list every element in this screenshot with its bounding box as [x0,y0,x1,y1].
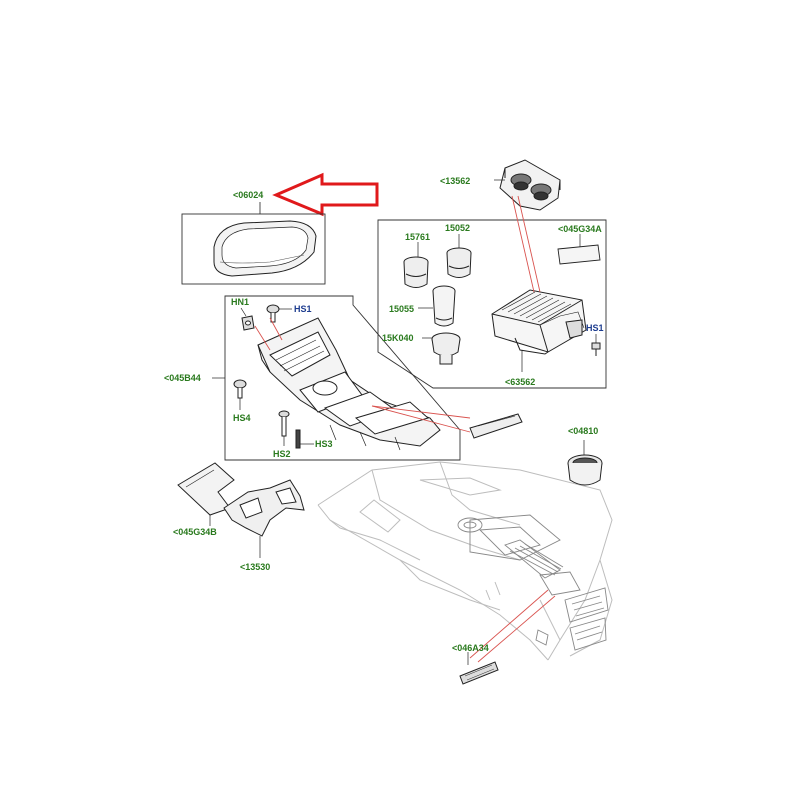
holder-15k040 [422,332,461,365]
console-trim-strip [469,413,523,439]
console-frame-box [212,295,461,461]
label-hs2[interactable]: HS2 [273,449,291,459]
storage-bin [491,289,587,355]
cover-pad [557,234,601,265]
label-hn1[interactable]: HN1 [231,297,250,307]
label-cover-pad[interactable]: <045G34A [558,224,602,234]
label-holder-15761[interactable]: 15761 [405,232,431,242]
label-storage-bin[interactable]: <63562 [505,377,536,387]
pin-hs3 [295,429,314,449]
label-armrest-lid[interactable]: <06024 [233,190,264,200]
armrest-lid-box [181,202,326,285]
label-hs4[interactable]: HS4 [233,413,251,423]
red-leaders-console [254,317,471,433]
cup-15761 [403,242,429,288]
console-frame [257,317,441,451]
cup-04810 [567,440,603,486]
label-cup-04810[interactable]: <04810 [568,426,599,436]
label-holder-15055[interactable]: 15055 [389,304,415,314]
trim-panel [177,462,235,526]
cup-15055 [418,285,456,327]
label-cupholder-top[interactable]: <13562 [440,176,471,186]
red-leaders-upper [511,195,541,293]
vent-strip [459,589,556,685]
storage-group-box [377,219,607,389]
label-hs1-left[interactable]: HS1 [294,304,312,314]
label-hs1-right[interactable]: HS1 [586,323,604,333]
label-trim-panel[interactable]: <045G34B [173,527,217,537]
ghost-console [317,461,613,661]
bracket-13530 [223,479,305,558]
screw-hs2 [278,410,290,446]
cup-15052 [446,234,472,278]
nut-hn1 [240,307,255,331]
ghost-console-details [457,514,609,651]
label-holder-15k040[interactable]: 15K040 [382,333,414,343]
screw-hs4 [233,379,247,410]
label-hs3[interactable]: HS3 [315,439,333,449]
screw-hs1-left [266,304,292,323]
label-vent-strip[interactable]: <046A34 [452,643,489,653]
screw-hs1-right [591,334,601,356]
cupholder-insert [499,159,561,211]
highlight-arrow [272,172,379,217]
label-console-frame[interactable]: <045B44 [164,373,201,383]
label-holder-15052[interactable]: 15052 [445,223,471,233]
label-bracket[interactable]: <13530 [240,562,271,572]
